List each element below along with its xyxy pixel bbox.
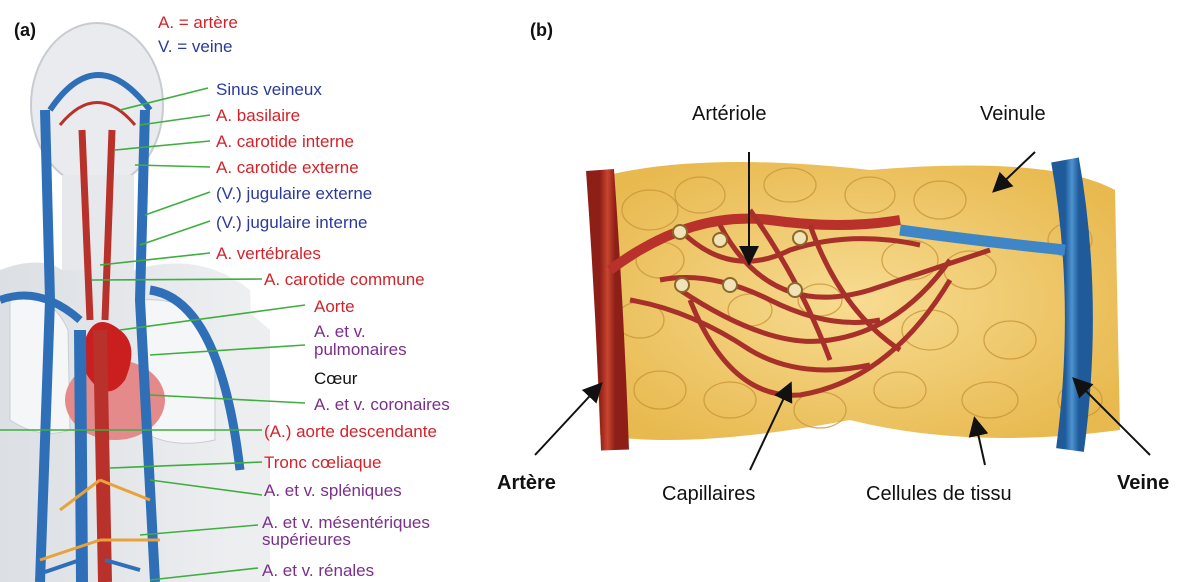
label-capillaires: Capillaires xyxy=(662,483,755,506)
label-cellules-de-tissu: Cellules de tissu xyxy=(866,483,1012,506)
label-artere: Artère xyxy=(497,472,556,495)
label-veine: Veine xyxy=(1117,472,1169,495)
label-arteriole: Artériole xyxy=(692,103,766,126)
label-veinule: Veinule xyxy=(980,103,1046,126)
